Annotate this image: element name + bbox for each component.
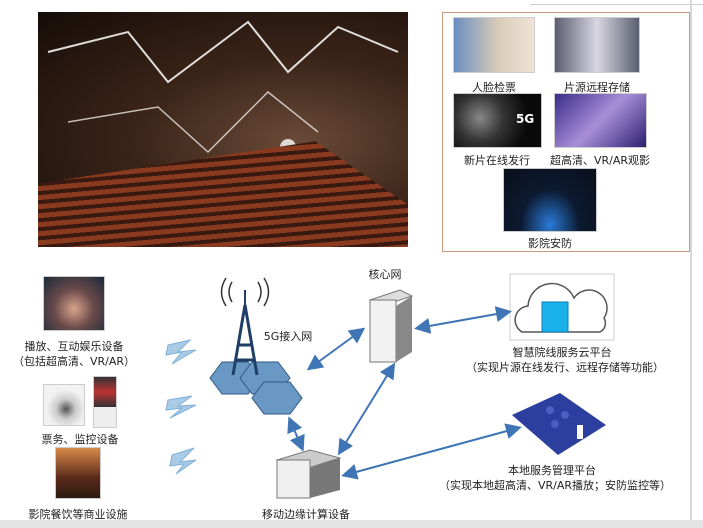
local-platform-icon — [512, 393, 606, 455]
features-panel — [442, 12, 690, 252]
cinema-hall-photo — [38, 12, 408, 247]
camera-photo — [43, 384, 85, 426]
local-platform-title: 本地服务管理平台 — [508, 464, 596, 477]
local-platform-desc: （实现本地超高清、VR/AR播放；安防监控等） — [438, 479, 672, 492]
edge-computing-icon — [275, 449, 342, 499]
cloud-platform-title: 智慧院线服务云平台 — [512, 346, 612, 359]
restaurant-photo — [55, 447, 101, 499]
5g-badge: 5G — [516, 112, 535, 126]
feature-label: 影院安防 — [528, 237, 572, 250]
feature-label: 人脸检票 — [472, 81, 516, 94]
feature-label: 超高清、VR/AR观影 — [549, 154, 651, 167]
access-network-label: 5G接入网 — [263, 330, 313, 343]
core-server-icon — [368, 289, 414, 363]
feature-label: 片源远程存储 — [564, 81, 630, 94]
vr-headset-photo — [43, 276, 105, 331]
wireless-signal-icons — [165, 339, 197, 475]
cloud-platform-desc: （实现片源在线发行、远程存储等功能） — [466, 361, 664, 374]
security-monitor-photo — [503, 168, 597, 232]
commerce-label: 影院餐饮等商业设施 — [28, 508, 128, 521]
frame-line-right — [690, 0, 692, 522]
face-ticket-photo — [453, 17, 535, 73]
frame-line-top — [530, 4, 703, 5]
cell-tower-icon — [220, 277, 270, 376]
frame-line-bottom — [0, 520, 703, 528]
kiosk-photo — [93, 376, 117, 428]
hexagon-cells — [209, 361, 303, 415]
feature-label: 新片在线发行 — [464, 154, 530, 167]
connection-arrows — [287, 306, 522, 480]
server-storage-photo — [554, 17, 640, 73]
ticketing-label: 票务、监控设备 — [41, 433, 119, 446]
core-network-label: 核心网 — [368, 268, 402, 281]
cloud-platform-icon — [509, 273, 615, 341]
edge-computing-label: 移动边缘计算设备 — [262, 508, 350, 521]
vr-viewing-photo — [554, 93, 647, 148]
entertainment-sublabel: （包括超高清、VR/AR） — [12, 355, 136, 368]
film-reel-5g-photo: 5G — [453, 93, 542, 148]
entertainment-label: 播放、互动娱乐设备 — [24, 340, 124, 353]
